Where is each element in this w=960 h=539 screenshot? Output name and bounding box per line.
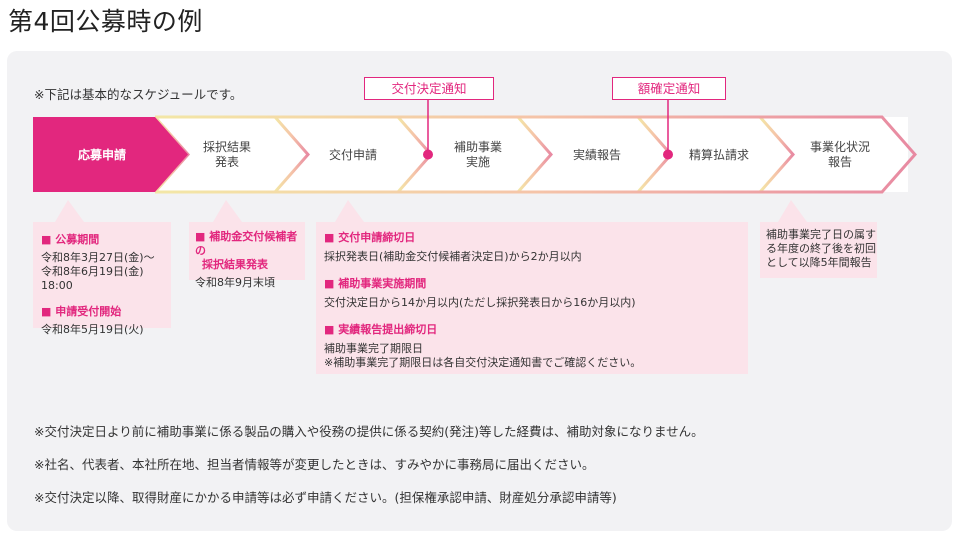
info-heading: ■ 申請受付開始: [41, 305, 122, 318]
notes-list: ※交付決定日より前に補助事業に係る製品の購入や役務の提供に係る契約(発注)等した…: [34, 421, 704, 520]
info-pointer-1: [55, 200, 84, 222]
stage-label-result: 採択結果 発表: [202, 140, 251, 169]
info-box-grant: ■ 交付申請締切日 採択発表日(補助金交付候補者決定日)から2か月以内 ■ 補助…: [316, 222, 748, 374]
info-text: ※補助事業完了期限日は各自交付決定通知書でご確認ください。: [324, 356, 642, 369]
chevron-3-right-edge: [273, 116, 310, 193]
stage-label-status-report: 事業化状況 報告: [809, 140, 870, 169]
info-heading: ■ 公募期間: [41, 233, 100, 246]
info-heading: ■ 実績報告提出締切日: [324, 323, 438, 336]
note-item: ※社名、代表者、本社所在地、担当者情報等が変更したときは、すみやかに事務局に届出…: [34, 457, 595, 472]
note-item: ※交付決定日より前に補助事業に係る製品の購入や役務の提供に係る契約(発注)等した…: [34, 424, 704, 439]
stage-apply-fill: [33, 117, 188, 192]
info-heading: ■ 交付申請締切日: [324, 231, 416, 244]
info-pointer-4: [778, 200, 807, 222]
info-text: 採択発表日(補助金交付候補者決定日)から2か月以内: [324, 250, 582, 263]
flow-outline: [155, 115, 917, 194]
info-text: 補助事業完了期限日: [324, 342, 423, 355]
stage-label-implement: 補助事業 実施: [453, 140, 502, 169]
schedule-note: ※下記は基本的なスケジュールです。: [34, 87, 243, 102]
info-text: る年度の終了後を初回: [766, 242, 876, 255]
info-text: 令和8年6月19日(金) 18:00: [41, 265, 144, 292]
info-text: 補助事業完了日の属す: [766, 228, 876, 241]
callout-dot-1: [423, 149, 433, 160]
info-text: 令和8年5月19日(火): [41, 323, 144, 336]
stage-label-payment: 精算払請求: [688, 148, 749, 162]
info-box-apply: ■ 公募期間 令和8年3月27日(金)～ 令和8年6月19日(金) 18:00 …: [33, 222, 171, 336]
info-heading: 採択結果発表: [202, 258, 268, 271]
info-box-result: ■ 補助金交付候補者の 採択結果発表 令和8年9月末頃: [189, 222, 305, 289]
info-heading: ■ 補助金交付候補者の: [195, 230, 298, 257]
callout-dot-2: [663, 149, 673, 160]
info-text: 令和8年3月27日(金)～: [41, 251, 155, 264]
stage-label-apply: 応募申請: [77, 148, 126, 162]
note-item: ※交付決定以降、取得財産にかかる申請等は必ず申請ください。(担保権承認申請、財産…: [34, 490, 617, 505]
callout-amount-confirmation: 額確定通知: [612, 77, 726, 100]
stage-label-report: 実績報告: [572, 148, 621, 162]
info-pointer-3: [335, 200, 364, 222]
page-title: 第4回公募時の例: [8, 7, 203, 36]
info-pointer-2: [213, 200, 242, 222]
callout-grant-decision: 交付決定通知: [364, 77, 494, 100]
info-heading: ■ 補助事業実施期間: [324, 277, 427, 290]
stage-label-grant-apply: 交付申請: [328, 148, 377, 162]
info-text: 令和8年9月末頃: [195, 276, 275, 289]
chevron-5-right-edge: [516, 116, 553, 193]
info-box-status-report: 補助事業完了日の属す る年度の終了後を初回 として以降5年間報告: [760, 222, 877, 278]
chevron-7-right-edge: [758, 116, 795, 193]
info-text: 交付決定日から14か月以内(ただし採択発表日から16か月以内): [324, 296, 636, 309]
info-text: として以降5年間報告: [766, 256, 872, 269]
